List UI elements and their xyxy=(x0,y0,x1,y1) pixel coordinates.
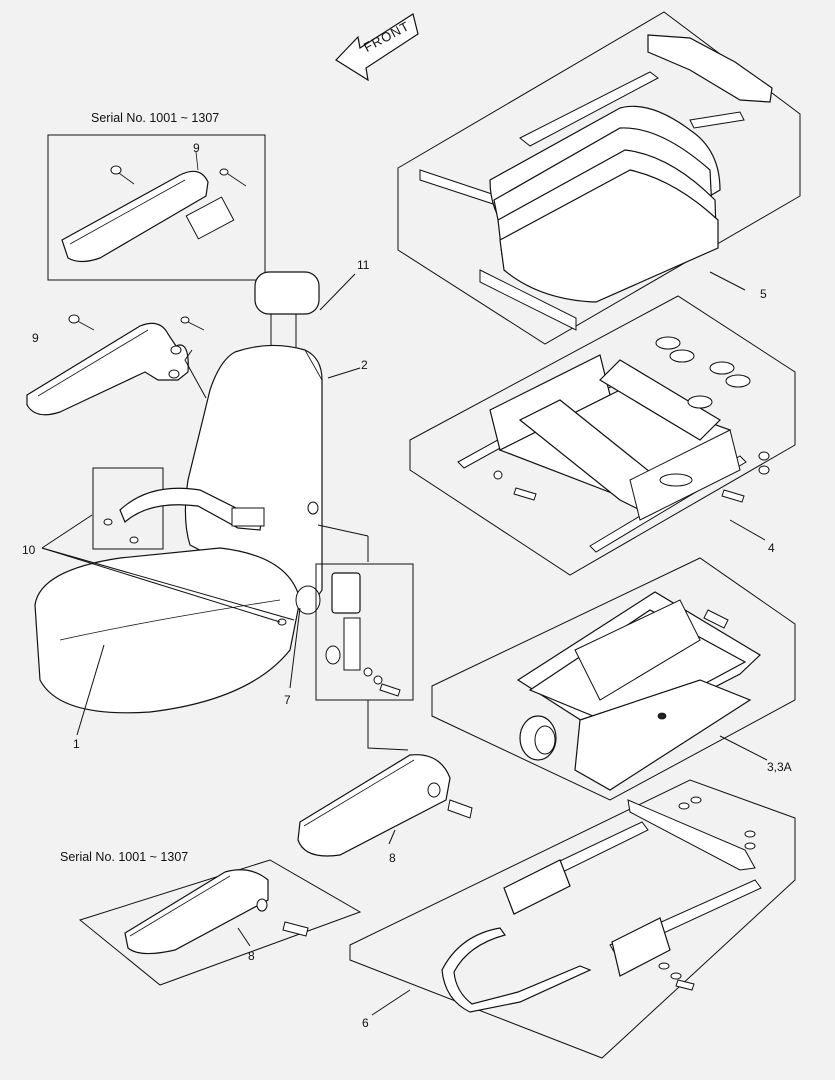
seat-back-2 xyxy=(184,344,323,604)
armrest-serial-box xyxy=(47,134,266,281)
callout-8-bottom: 8 xyxy=(248,949,255,963)
armrest-9 xyxy=(26,314,205,416)
callout-1: 1 xyxy=(73,737,80,751)
callout-3: 3,3A xyxy=(767,760,792,774)
callout-6: 6 xyxy=(362,1016,369,1030)
armrest-8-serial-box xyxy=(78,859,362,986)
callout-8-middle: 8 xyxy=(389,851,396,865)
buckle-7 xyxy=(315,563,414,701)
callout-2: 2 xyxy=(361,358,368,372)
front-arrow-icon xyxy=(335,13,419,82)
headrest-11 xyxy=(254,271,320,352)
leader-lines xyxy=(41,271,768,1016)
suspension-cover-5 xyxy=(397,11,801,345)
callout-5: 5 xyxy=(760,287,767,301)
callout-7: 7 xyxy=(284,693,291,707)
seat-cushion-1 xyxy=(34,547,321,714)
suspension-mechanism-4 xyxy=(409,295,796,576)
spring-set xyxy=(655,336,751,487)
seat-belt-10 xyxy=(92,467,265,550)
adjuster-knob xyxy=(519,715,557,761)
callout-9-top: 9 xyxy=(193,141,200,155)
callout-10: 10 xyxy=(22,543,36,557)
callout-4: 4 xyxy=(768,541,775,555)
armrest-8 xyxy=(297,754,473,857)
height-adjuster-3-3a xyxy=(431,557,796,801)
callout-9-left: 9 xyxy=(32,331,39,345)
slide-rails-6 xyxy=(349,779,796,1059)
callout-11: 11 xyxy=(357,258,370,272)
serial-label-bottom: Serial No. 1001 ~ 1307 xyxy=(60,850,189,864)
serial-label-top: Serial No. 1001 ~ 1307 xyxy=(91,111,220,125)
